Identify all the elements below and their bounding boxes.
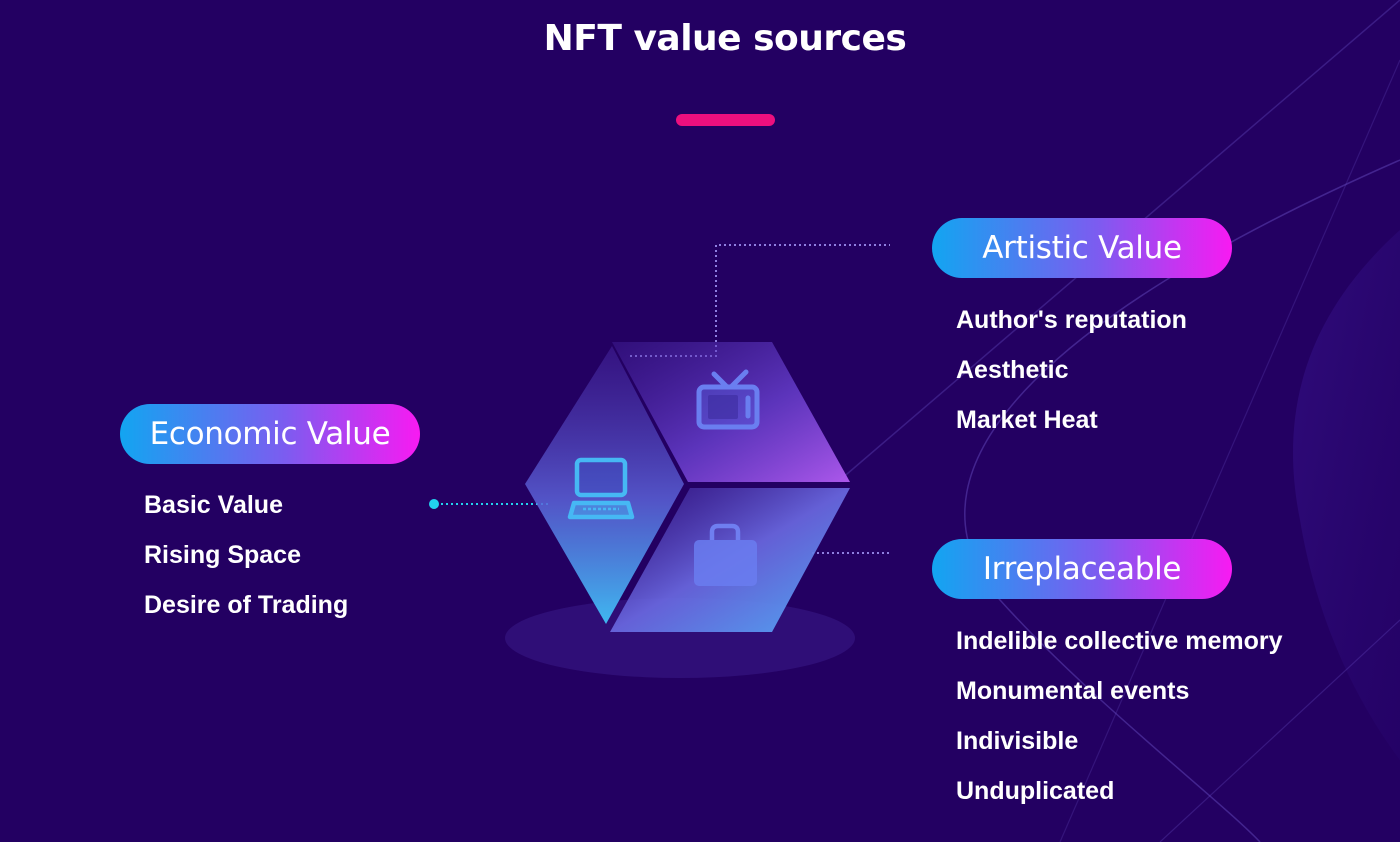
list-item: Basic Value — [144, 491, 283, 519]
connector-artistic — [630, 244, 890, 357]
page-title: NFT value sources — [543, 18, 907, 59]
list-item: Author's reputation — [956, 306, 1187, 334]
cube-face-left — [525, 346, 684, 624]
category-list-economic-value: Basic Value Rising Space Desire of Tradi… — [144, 480, 348, 630]
list-item: Unduplicated — [956, 777, 1115, 805]
list-item: Monumental events — [956, 677, 1190, 705]
category-pill-artistic-value: Artistic Value — [932, 218, 1232, 278]
list-item: Indivisible — [956, 727, 1079, 755]
background-line — [1059, 59, 1400, 842]
background-line — [1159, 619, 1400, 842]
connector-node — [429, 499, 439, 509]
list-item: Aesthetic — [956, 356, 1069, 384]
title-underline — [676, 114, 775, 126]
list-item: Indelible collective memory — [956, 627, 1283, 655]
computer-icon — [567, 457, 635, 520]
category-list-irreplaceable: Indelible collective memory Monumental e… — [956, 616, 1283, 816]
category-list-artistic-value: Author's reputation Aesthetic Market Hea… — [956, 295, 1187, 445]
list-item: Market Heat — [956, 406, 1098, 434]
tv-icon — [696, 369, 760, 430]
category-pill-economic-value: Economic Value — [120, 404, 420, 464]
list-item: Rising Space — [144, 541, 301, 569]
list-item: Desire of Trading — [144, 591, 349, 619]
briefcase-icon — [694, 523, 757, 586]
category-pill-irreplaceable: Irreplaceable — [932, 539, 1232, 599]
background-blob — [1293, 230, 1400, 760]
